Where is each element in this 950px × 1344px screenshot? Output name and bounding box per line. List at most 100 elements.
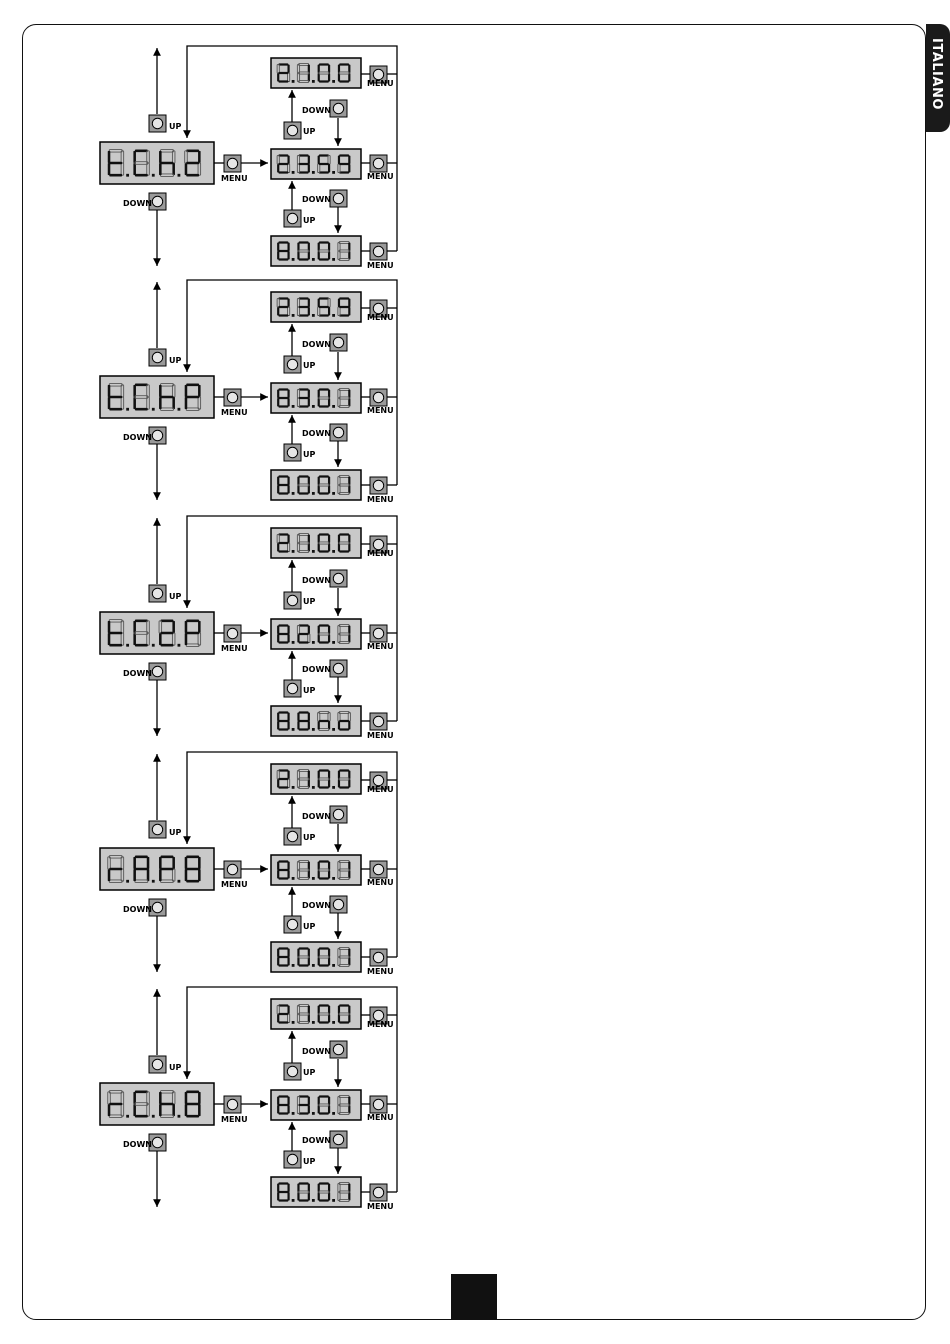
digit-segment xyxy=(133,397,136,409)
main-display xyxy=(100,142,214,184)
decimal-point xyxy=(312,877,315,880)
digit-segment xyxy=(108,385,111,397)
digit-segment xyxy=(172,397,175,409)
digit-segment xyxy=(159,397,162,409)
digit-segment xyxy=(287,721,289,730)
digit-segment xyxy=(299,314,309,316)
menu-label: MENU xyxy=(367,731,394,740)
digit-segment xyxy=(328,307,330,316)
digit-segment xyxy=(287,299,289,308)
digit-segment xyxy=(319,154,329,156)
digit-segment xyxy=(319,475,329,477)
digit-segment xyxy=(185,857,188,869)
digit-segment xyxy=(278,154,288,156)
digit-segment xyxy=(278,1104,288,1106)
digit-segment xyxy=(185,1104,188,1116)
digit-segment xyxy=(339,80,349,82)
digit-segment xyxy=(277,862,279,871)
digit-segment xyxy=(319,720,329,722)
digit-segment xyxy=(299,306,309,308)
digit-segment xyxy=(277,1105,279,1114)
digit-segment xyxy=(186,396,199,399)
down-label: DOWN xyxy=(302,429,331,438)
digit-segment xyxy=(299,1182,309,1184)
up-label: UP xyxy=(303,1068,315,1077)
button-icon xyxy=(333,1134,343,1144)
down-button xyxy=(330,1041,347,1058)
digit-segment xyxy=(133,633,136,645)
digit-segment xyxy=(277,243,279,252)
digit-segment xyxy=(185,1092,188,1104)
digit-segment xyxy=(299,947,309,949)
digit-segment xyxy=(339,550,349,552)
digit-segment xyxy=(287,634,289,643)
decimal-point xyxy=(126,644,129,647)
up-button xyxy=(149,115,166,132)
digit-segment xyxy=(278,1004,288,1006)
button-icon xyxy=(373,480,383,490)
decimal-point xyxy=(312,1112,315,1115)
digit-segment xyxy=(319,163,329,165)
digit-segment xyxy=(185,385,188,397)
main-display xyxy=(100,376,214,418)
digit-segment xyxy=(319,405,329,407)
submenu-middle-display xyxy=(271,619,361,649)
digit-segment xyxy=(338,299,340,308)
digit-segment xyxy=(278,533,288,535)
button-icon xyxy=(152,430,162,440)
digit-segment xyxy=(277,1184,279,1193)
digit-segment xyxy=(133,857,136,869)
button-icon xyxy=(227,392,237,402)
digit-segment xyxy=(287,535,289,544)
digit-segment xyxy=(278,964,288,966)
digit-segment xyxy=(287,957,289,966)
submenu-bottom-display xyxy=(271,706,361,736)
digit-segment xyxy=(339,63,349,65)
button-icon xyxy=(333,1044,343,1054)
digit-segment xyxy=(278,633,288,635)
menu-button-middle xyxy=(370,389,387,406)
button-icon xyxy=(333,193,343,203)
digit-segment xyxy=(277,398,279,407)
down-label: DOWN xyxy=(302,340,331,349)
digit-segment xyxy=(278,397,288,399)
digit-segment xyxy=(319,624,329,626)
digit-segment xyxy=(159,1092,162,1104)
up-label: UP xyxy=(303,361,315,370)
menu-label: MENU xyxy=(367,406,394,415)
digit-segment xyxy=(161,396,174,399)
decimal-point xyxy=(292,80,295,83)
digit-segment xyxy=(278,869,288,871)
digit-segment xyxy=(287,949,289,958)
digit-segment xyxy=(185,163,188,175)
digit-segment xyxy=(186,856,199,859)
decimal-point xyxy=(312,171,315,174)
digit-segment xyxy=(278,241,288,243)
digit-segment xyxy=(159,869,162,881)
digit-segment xyxy=(278,80,288,82)
menu-label: MENU xyxy=(367,1113,394,1122)
digit-segment xyxy=(299,720,309,722)
digit-segment xyxy=(135,384,148,387)
digit-segment xyxy=(147,857,150,869)
digit-segment xyxy=(135,408,148,411)
down-label: DOWN xyxy=(302,106,331,115)
digit-segment xyxy=(308,299,310,308)
digit-segment xyxy=(278,956,288,958)
button-icon xyxy=(333,427,343,437)
decimal-point xyxy=(292,1199,295,1202)
decimal-point xyxy=(312,1021,315,1024)
digit-segment xyxy=(339,163,349,165)
button-icon xyxy=(333,337,343,347)
digit-segment xyxy=(339,171,349,173)
digit-segment xyxy=(299,397,309,399)
decimal-point xyxy=(292,171,295,174)
digit-segment xyxy=(161,1103,174,1106)
digit-segment xyxy=(278,786,288,788)
digit-segment xyxy=(308,156,310,165)
digit-segment xyxy=(172,163,175,175)
digit-segment xyxy=(299,492,309,494)
button-icon xyxy=(287,595,297,605)
down-label: DOWN xyxy=(123,905,152,914)
button-icon xyxy=(227,158,237,168)
